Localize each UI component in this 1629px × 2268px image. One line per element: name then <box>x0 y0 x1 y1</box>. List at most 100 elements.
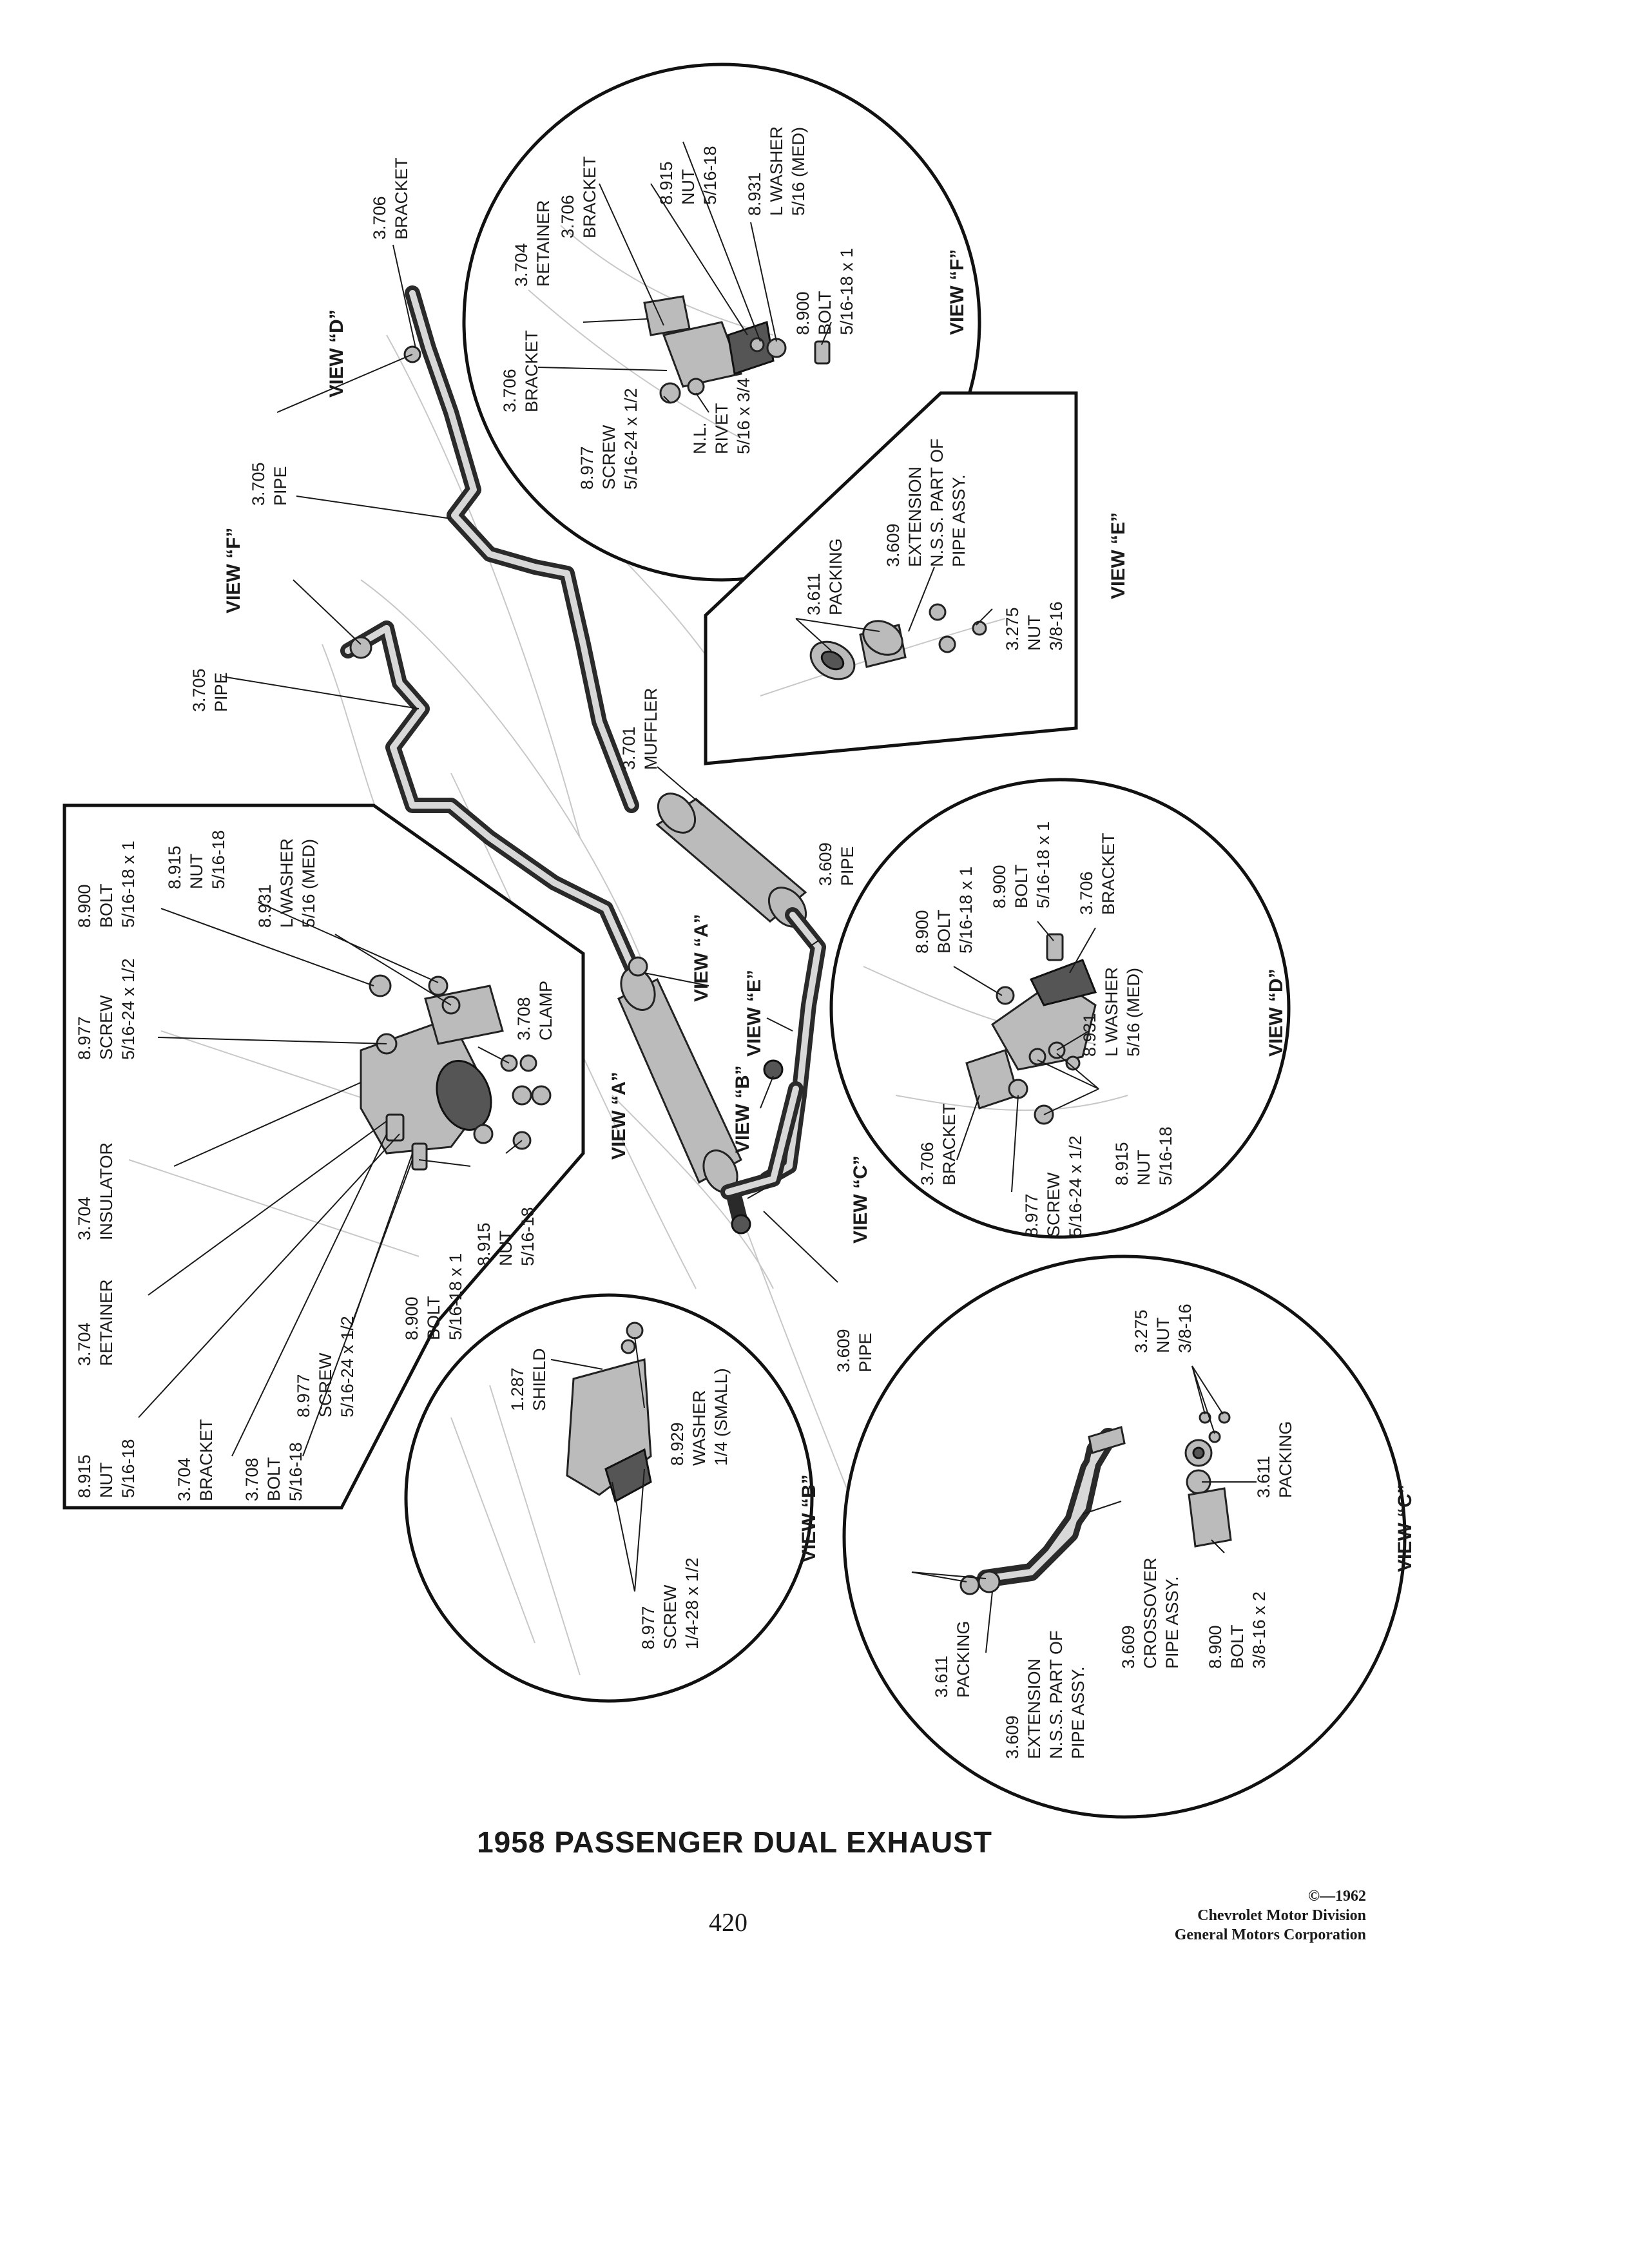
label-pipe-upper-name: PIPE <box>271 466 290 506</box>
part-label: 3.706 <box>918 1142 937 1186</box>
part-label: 8.977 <box>639 1606 658 1649</box>
view-callout-b: VIEW “B” <box>732 1065 753 1153</box>
part-label: NUT <box>496 1231 516 1267</box>
label-pipe-bottom-num: 3.609 <box>834 1329 853 1372</box>
part-label: SCREW <box>599 425 619 490</box>
part-label: NUT <box>1025 615 1044 651</box>
part-label: PACKING <box>954 1620 973 1698</box>
view-f-title: VIEW “F” <box>947 249 968 335</box>
part-label: NUT <box>1153 1318 1173 1354</box>
main-exhaust-assembly: 3.706 BRACKET 3.705 PIPE 3.705 PIPE 3.70… <box>189 157 875 1515</box>
page-title: 1958 PASSENGER DUAL EXHAUST <box>477 1825 992 1859</box>
copyright-year: ©—1962 <box>1308 1888 1366 1905</box>
crossover-flange <box>763 1059 784 1080</box>
label-bracket-top: 3.706 BRACKET <box>370 157 411 240</box>
part-label: L WASHER <box>277 838 296 928</box>
part-label: 8.931 <box>1080 1013 1099 1057</box>
view-e-hardware <box>809 603 987 680</box>
part-label: 8.931 <box>255 884 275 928</box>
part-label: 8.977 <box>1022 1193 1041 1237</box>
part-label: 1/4 (SMALL) <box>711 1368 731 1466</box>
view-c-hardware <box>959 1411 1232 1595</box>
view-callout-c: VIEW “C” <box>850 1155 871 1244</box>
view-e-spec-line1: N.S.S. PART OF <box>927 438 947 567</box>
part-label: NUT <box>679 169 698 206</box>
part-label: 8.977 <box>75 1016 94 1060</box>
part-label: 3.609 <box>883 523 903 567</box>
view-c-title: VIEW “C” <box>1394 1484 1416 1572</box>
part-label: CROSSOVER <box>1141 1557 1160 1669</box>
label-pipe-lower-name: PIPE <box>211 672 231 712</box>
view-a-title: VIEW “A” <box>608 1072 630 1160</box>
part-label: 5/16-24 x 1/2 <box>338 1316 357 1418</box>
view-callout-e: VIEW “E” <box>744 970 765 1057</box>
part-label: 5/16-18 <box>518 1207 537 1266</box>
part-label: 5/16-18 x 1 <box>956 867 976 954</box>
part-label: 3.611 <box>804 573 824 615</box>
part-label: 3/8-16 x 2 <box>1249 1591 1269 1669</box>
view-f-detail: VIEW “F” 3.706 BRACKET 3.704 RETAINER 8.… <box>462 62 981 582</box>
label-pipe-bottom: 3.609 PIPE <box>834 1329 875 1372</box>
page-number: 420 <box>709 1908 747 1937</box>
part-label: BOLT <box>1012 864 1031 908</box>
view-e-frame <box>704 391 1078 765</box>
part-label: PACKING <box>826 538 845 615</box>
view-callout-f: VIEW “F” <box>223 528 244 613</box>
label-pipe-upper-num: 3.705 <box>249 462 268 506</box>
part-label: 3.704 <box>175 1457 194 1501</box>
label-pipe-lower-num: 3.705 <box>189 668 209 712</box>
part-label: 8.915 <box>1112 1142 1132 1186</box>
part-label: 5/16-18 <box>1156 1126 1175 1186</box>
view-e-title: VIEW “E” <box>1108 512 1129 599</box>
part-label: 3.609 <box>1119 1625 1138 1669</box>
part-label: NUT <box>187 854 206 890</box>
part-label: 5/16-18 <box>119 1439 138 1498</box>
part-label: L WASHER <box>767 126 786 216</box>
part-label: SHIELD <box>530 1348 549 1411</box>
part-label: 5/16-24 x 1/2 <box>621 388 641 490</box>
part-label: BOLT <box>264 1457 284 1501</box>
part-label: 8.931 <box>745 172 764 216</box>
part-label: PIPE ASSY. <box>1162 1576 1182 1669</box>
part-label: 8.977 <box>577 446 597 490</box>
view-e-spec-line2: PIPE ASSY. <box>949 474 969 567</box>
part-label: 5/16-24 x 1/2 <box>119 958 138 1060</box>
view-c-frame <box>842 1254 1407 1819</box>
part-label: 3/8-16 <box>1046 601 1066 651</box>
view-d-hardware <box>965 933 1097 1125</box>
copyright-notice: ©—1962 Chevrolet Motor Division General … <box>1057 1887 1366 1945</box>
part-label: BRACKET <box>197 1419 216 1501</box>
part-label: 8.915 <box>474 1222 494 1266</box>
view-callout-d: VIEW “D” <box>326 309 347 398</box>
view-b-detail: VIEW “B” 1.287 SHIELD 8.929 WASHER 1/4 (… <box>404 1293 820 1703</box>
part-label: 8.900 <box>1206 1625 1225 1669</box>
part-label: EXTENSION <box>1025 1658 1044 1759</box>
label-bracket-top-num: 3.706 <box>370 196 389 240</box>
part-label: BRACKET <box>940 1103 959 1186</box>
label-bracket-top-name: BRACKET <box>392 157 411 240</box>
part-label: RETAINER <box>534 200 553 287</box>
bracket-part <box>662 321 743 388</box>
part-label: SCREW <box>660 1584 680 1649</box>
label-pipe-right: 3.609 PIPE <box>816 842 857 886</box>
part-label: 8.915 <box>657 161 676 205</box>
part-label: 3.609 <box>1003 1715 1022 1759</box>
view-e-detail: VIEW “E” 3.611 PACKING 3.609 EXTENSION N… <box>704 391 1129 765</box>
part-label: BOLT <box>1228 1624 1247 1669</box>
hanger-f <box>349 636 372 659</box>
part-label: 3.611 <box>1254 1456 1273 1498</box>
label-pipe-right-num: 3.609 <box>816 842 835 886</box>
view-d-title: VIEW “D” <box>1266 968 1287 1057</box>
label-muffler-name: MUFFLER <box>641 688 660 771</box>
part-label: 3.708 <box>242 1457 262 1501</box>
part-label: 3.706 <box>558 195 577 238</box>
part-label: 8.900 <box>793 291 813 335</box>
part-label: 3.704 <box>75 1322 94 1366</box>
view-b-hardware <box>566 1321 652 1503</box>
part-label: 3.275 <box>1003 607 1022 651</box>
label-pipe-lower: 3.705 PIPE <box>189 668 231 712</box>
part-label: 8.900 <box>402 1296 421 1340</box>
part-label: 8.915 <box>75 1454 94 1498</box>
part-label: 5/16 x 3/4 <box>734 378 753 454</box>
